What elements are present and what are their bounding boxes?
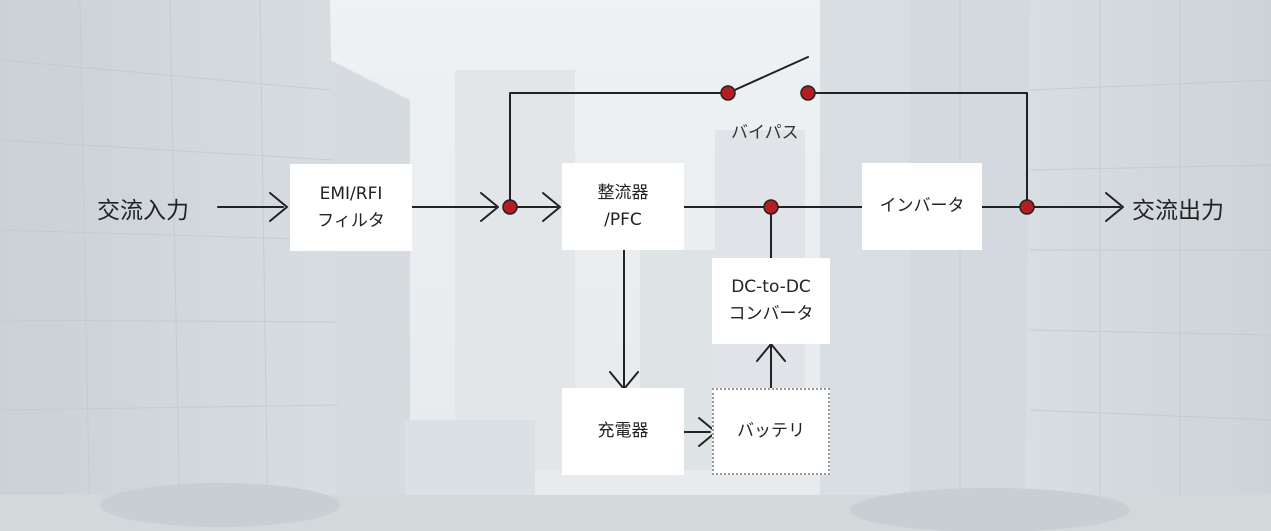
bypass-label: バイパス [731, 123, 799, 143]
bypass-switch-blade [727, 56, 809, 94]
dcdc-converter-block: DC-to-DC コンバータ [712, 258, 830, 344]
output-arrowhead [1105, 192, 1124, 222]
switch-left-node [720, 85, 736, 101]
rectifier-in-arrowhead [542, 192, 561, 222]
charger-label: 充電器 [597, 421, 649, 441]
rectifier-line1: 整流器 [597, 182, 649, 203]
ac-output-label: 交流出力 [1132, 198, 1224, 224]
battery-label: バッテリ [737, 421, 805, 441]
charger-block: 充電器 [562, 388, 684, 475]
dc-bus-node [763, 199, 779, 215]
emi-rfi-filter-block: EMI/RFI フィルタ [290, 164, 412, 251]
output-merge-node [1019, 199, 1035, 215]
battery-block: バッテリ [712, 388, 830, 475]
bypass-split-node [502, 199, 518, 215]
rectifier-line2: /PFC [604, 209, 642, 230]
inverter-label: インバータ [879, 196, 965, 216]
dcdc-line2: コンバータ [728, 304, 814, 324]
bypass-right-line [807, 92, 1028, 208]
bypass-left-line [509, 92, 729, 208]
dcdc-line1: DC-to-DC [731, 277, 811, 297]
ac-input-label: 交流入力 [97, 198, 189, 224]
emi-rfi-line2: フィルタ [317, 210, 385, 231]
rectifier-pfc-block: 整流器 /PFC [562, 163, 684, 250]
switch-right-node [800, 85, 816, 101]
emi-out-arrowhead [480, 192, 499, 222]
emi-rfi-line1: EMI/RFI [319, 183, 383, 204]
dcdc-in-arrowhead [756, 343, 786, 362]
input-arrowhead [269, 192, 288, 222]
inverter-block: インバータ [862, 163, 982, 250]
